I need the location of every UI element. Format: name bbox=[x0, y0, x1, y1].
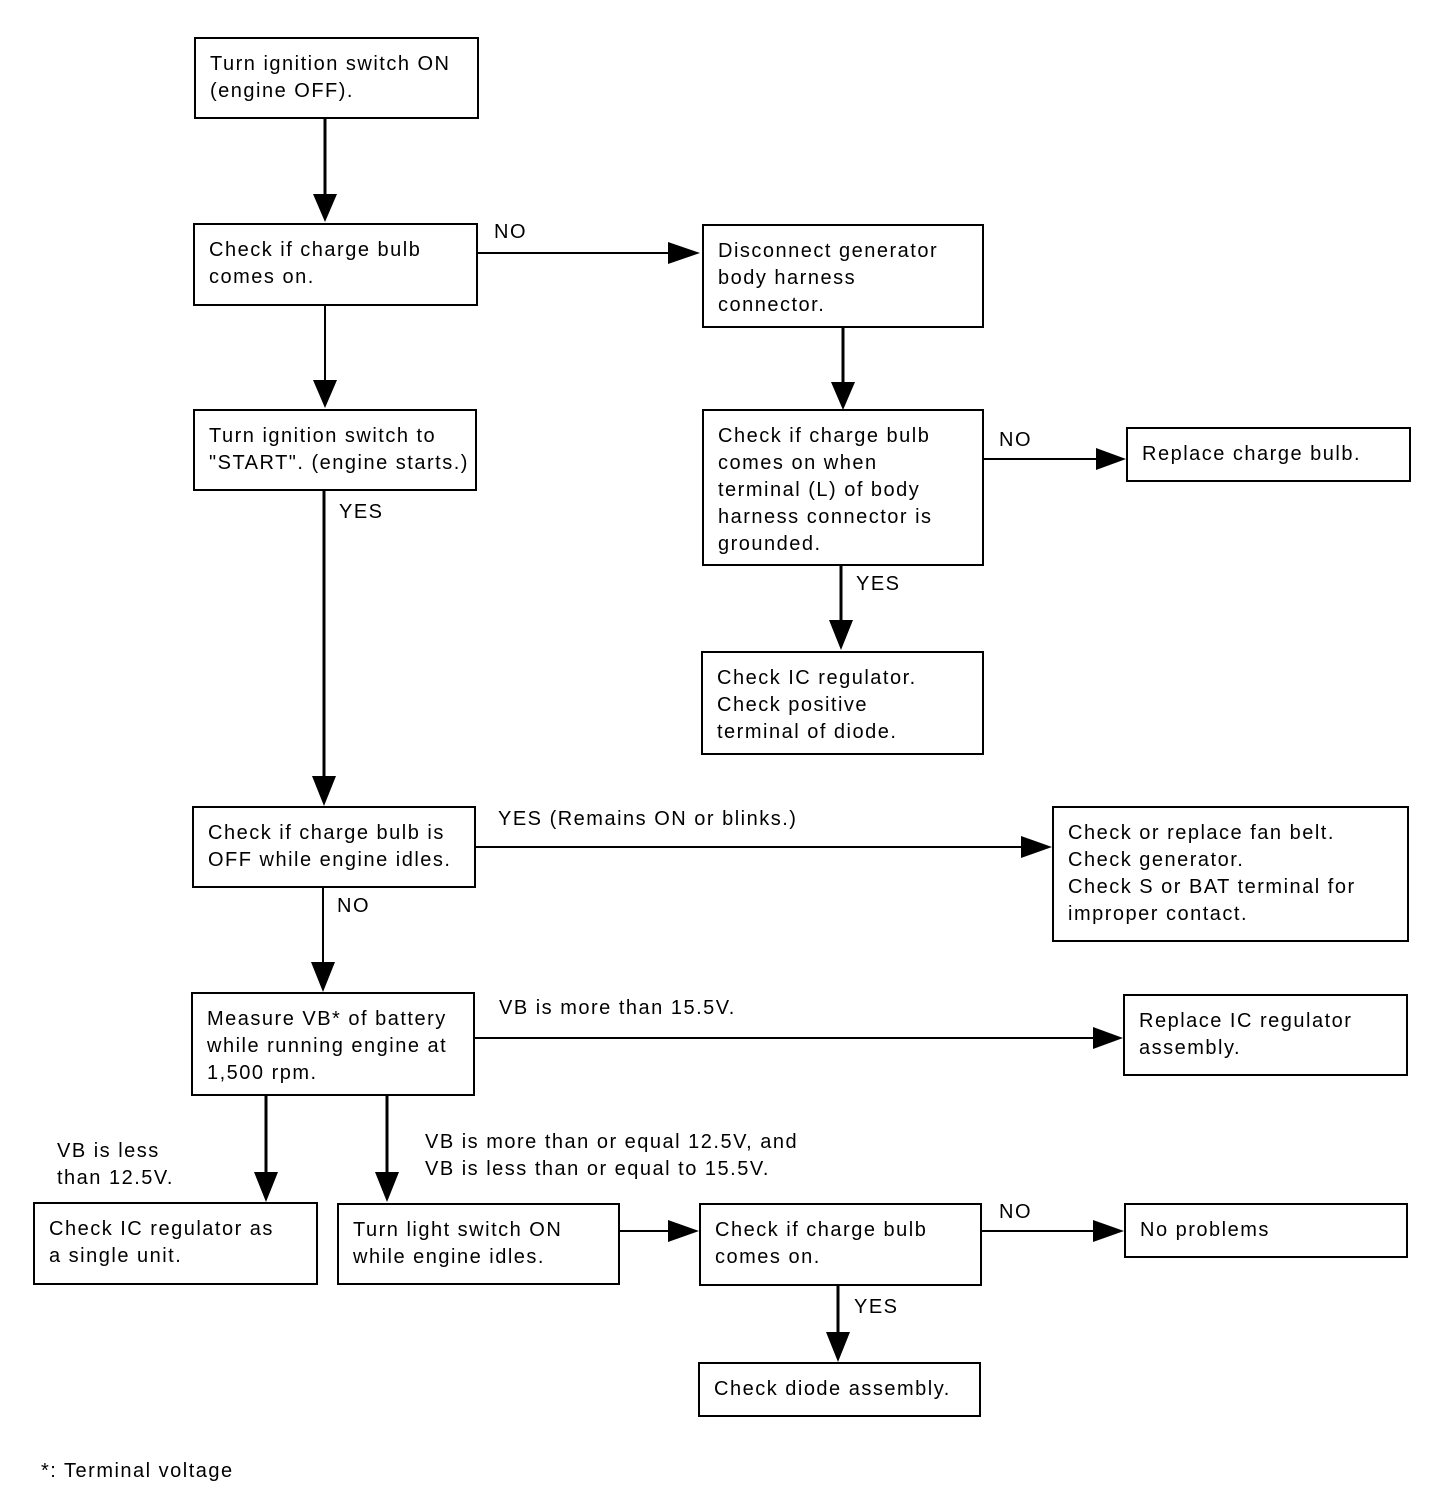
box-fan-belt-generator: Check or replace fan belt. Check generat… bbox=[1052, 806, 1409, 942]
box-check-grounded: Check if charge bulb comes on when termi… bbox=[702, 409, 984, 566]
box-line: a single unit. bbox=[49, 1245, 183, 1267]
box-line: harness connector is bbox=[718, 506, 933, 528]
label-no-ground: NO bbox=[999, 429, 1032, 451]
box-line: Check S or BAT terminal for bbox=[1068, 876, 1356, 898]
box-line: Check if charge bulb bbox=[209, 239, 422, 261]
box-check-off-idle: Check if charge bulb is OFF while engine… bbox=[192, 806, 476, 888]
box-line: assembly. bbox=[1139, 1037, 1242, 1059]
label-vb-less-12-5-line1: VB is less bbox=[57, 1140, 160, 1162]
box-line: Measure VB* of battery bbox=[207, 1008, 447, 1030]
box-line: Check IC regulator as bbox=[49, 1218, 274, 1240]
label-vb-more-15-5: VB is more than 15.5V. bbox=[499, 997, 736, 1019]
box-line: (engine OFF). bbox=[210, 80, 354, 102]
box-line: while engine idles. bbox=[353, 1246, 545, 1268]
box-check-diode-assembly: Check diode assembly. bbox=[698, 1362, 981, 1417]
box-light-switch-on: Turn light switch ON while engine idles. bbox=[337, 1203, 620, 1285]
box-ignition-start: Turn ignition switch to "START". (engine… bbox=[193, 409, 477, 491]
box-line: Check IC regulator. bbox=[717, 667, 917, 689]
box-check-charge-bulb-1: Check if charge bulb comes on. bbox=[193, 223, 478, 306]
box-line: while running engine at bbox=[207, 1035, 448, 1057]
box-check-charge-bulb-2: Check if charge bulb comes on. bbox=[699, 1203, 982, 1286]
label-yes-remains-on: YES (Remains ON or blinks.) bbox=[498, 808, 798, 830]
box-check-ic-single-unit: Check IC regulator as a single unit. bbox=[33, 1202, 318, 1285]
box-line: "START". (engine starts.) bbox=[209, 452, 469, 474]
box-line: comes on when bbox=[718, 452, 878, 474]
box-disconnect-generator: Disconnect generator body harness connec… bbox=[702, 224, 984, 328]
box-line: body harness bbox=[718, 267, 857, 289]
label-no-bulb1: NO bbox=[494, 221, 527, 243]
footnote: *: Terminal voltage bbox=[41, 1460, 234, 1482]
label-yes-bulb2: YES bbox=[854, 1296, 899, 1318]
box-line: Check generator. bbox=[1068, 849, 1245, 871]
label-yes-start: YES bbox=[339, 501, 384, 523]
box-line: Turn light switch ON bbox=[353, 1219, 563, 1241]
box-line: Check or replace fan belt. bbox=[1068, 822, 1335, 844]
label-no-bulb2: NO bbox=[999, 1201, 1032, 1223]
box-line: No problems bbox=[1140, 1219, 1270, 1241]
box-line: connector. bbox=[718, 294, 826, 316]
box-line: Replace charge bulb. bbox=[1142, 443, 1362, 465]
label-vb-range-line2: VB is less than or equal to 15.5V. bbox=[425, 1158, 770, 1180]
box-line: Check if charge bulb is bbox=[208, 822, 445, 844]
box-line: grounded. bbox=[718, 533, 822, 555]
box-line: Replace IC regulator bbox=[1139, 1010, 1353, 1032]
box-line: Disconnect generator bbox=[718, 240, 939, 262]
label-vb-range-line1: VB is more than or equal 12.5V, and bbox=[425, 1131, 799, 1153]
box-line: Check positive bbox=[717, 694, 869, 716]
box-replace-charge-bulb: Replace charge bulb. bbox=[1126, 427, 1411, 482]
box-line: comes on. bbox=[715, 1246, 821, 1268]
box-line: Check diode assembly. bbox=[714, 1378, 951, 1400]
box-turn-ignition-on: Turn ignition switch ON (engine OFF). bbox=[194, 37, 479, 119]
box-measure-vb: Measure VB* of battery while running eng… bbox=[191, 992, 475, 1096]
box-line: terminal (L) of body bbox=[718, 479, 921, 501]
box-check-ic-diode: Check IC regulator. Check positive termi… bbox=[701, 651, 984, 755]
box-line: 1,500 rpm. bbox=[207, 1062, 318, 1084]
box-line: Turn ignition switch ON bbox=[210, 53, 451, 75]
label-yes-ground: YES bbox=[856, 573, 901, 595]
box-line: Turn ignition switch to bbox=[209, 425, 437, 447]
box-line: Check if charge bulb bbox=[718, 425, 931, 447]
box-replace-ic-regulator: Replace IC regulator assembly. bbox=[1123, 994, 1408, 1076]
box-line: comes on. bbox=[209, 266, 315, 288]
box-line: Check if charge bulb bbox=[715, 1219, 928, 1241]
box-line: terminal of diode. bbox=[717, 721, 898, 743]
label-no-idle: NO bbox=[337, 895, 370, 917]
box-no-problems: No problems bbox=[1124, 1203, 1408, 1258]
label-vb-less-12-5-line2: than 12.5V. bbox=[57, 1167, 174, 1189]
box-line: OFF while engine idles. bbox=[208, 849, 452, 871]
box-line: improper contact. bbox=[1068, 903, 1249, 925]
